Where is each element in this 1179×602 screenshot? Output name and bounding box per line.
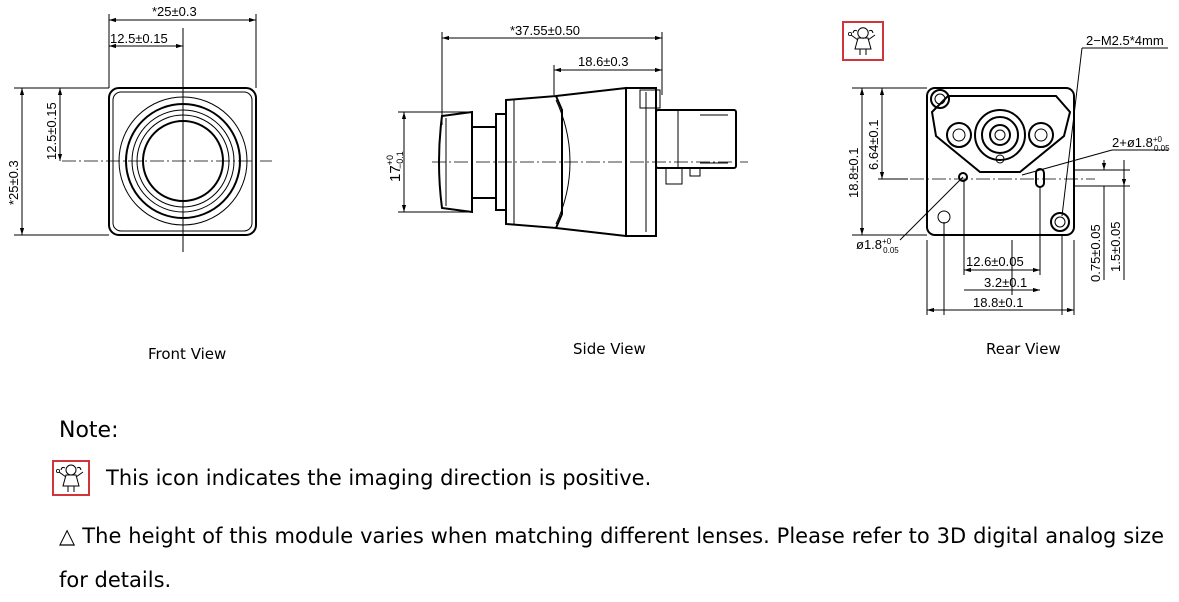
- side-dim-height: 17+0−0.1: [385, 151, 405, 182]
- rear-dim-offset: 6.64±0.1: [866, 119, 881, 170]
- note-paragraph: △ The height of this module varies when …: [59, 524, 1164, 592]
- front-view-caption: Front View: [148, 345, 226, 363]
- front-dim-height: *25±0.3: [6, 160, 21, 205]
- front-dim-half-width: 12.5±0.15: [110, 31, 168, 46]
- side-view-caption: Side View: [573, 340, 646, 358]
- rear-dim-height: 18.8±0.1: [846, 147, 861, 198]
- front-dim-width: *25±0.3: [152, 4, 197, 19]
- front-dim-half-height: 12.5±0.15: [44, 102, 59, 160]
- side-view: *37.55±0.50 18.6±0.3 17+0−0.1 Side View: [385, 23, 748, 358]
- note-icon-text: This icon indicates the imaging directio…: [106, 466, 652, 490]
- front-view: *25±0.3 12.5±0.15 *25±0.3 12.5±0.15 Fron…: [6, 4, 272, 363]
- rear-dim-right-2: 1.5±0.05: [1108, 221, 1123, 272]
- rear-dim-bottom-3: 18.8±0.1: [973, 295, 1024, 310]
- note-icon-box: [52, 460, 90, 496]
- rear-direction-icon-box: [842, 21, 884, 61]
- rear-dim-bottom-1: 12.6±0.05: [966, 254, 1024, 269]
- rear-dim-right-1: 0.75±0.05: [1088, 224, 1103, 282]
- rear-view-caption: Rear View: [986, 340, 1061, 358]
- rear-dim-bottom-2: 3.2±0.1: [984, 275, 1027, 290]
- side-dim-body: 18.6±0.3: [578, 54, 629, 69]
- side-dim-length: *37.55±0.50: [510, 23, 580, 38]
- note-title: Note:: [59, 418, 119, 443]
- positive-imaging-direction-icon: [55, 464, 84, 492]
- note-icon-row: This icon indicates the imaging directio…: [52, 456, 651, 500]
- technical-drawing: *25±0.3 12.5±0.15 *25±0.3 12.5±0.15 Fron…: [6, 4, 1170, 363]
- rear-dim-screws: 2−M2.5*4mm: [1086, 33, 1164, 48]
